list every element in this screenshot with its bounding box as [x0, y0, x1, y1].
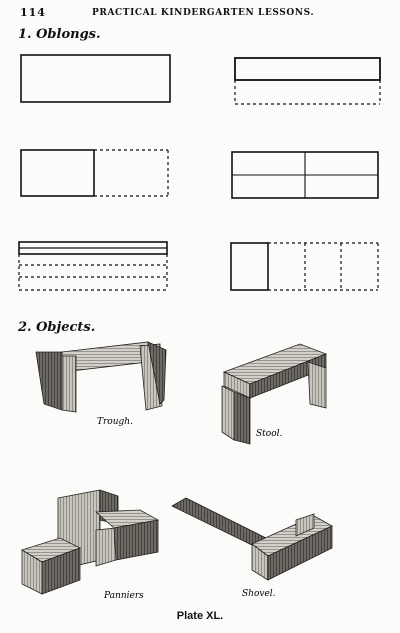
- panniers-illustration: [21, 489, 160, 595]
- page-number: 114: [20, 6, 46, 19]
- panniers-label: Panniers: [103, 591, 144, 601]
- oblong-quartered: [231, 151, 379, 199]
- running-head: PRACTICAL KINDERGARTEN LESSONS.: [92, 8, 315, 18]
- oblong-folded-strip: [234, 57, 381, 105]
- section-heading-objects: 2. Objects.: [18, 320, 96, 335]
- trough-label: Trough.: [97, 417, 133, 427]
- stool-label: Stool.: [256, 429, 282, 439]
- oblong-square-half: [20, 149, 169, 197]
- trough-illustration: [35, 341, 167, 413]
- oblong-strips: [18, 241, 168, 291]
- stool-illustration: [221, 343, 328, 445]
- plate-caption: Plate XL.: [176, 610, 224, 622]
- section-heading-oblongs: 1. Oblongs.: [18, 27, 101, 42]
- oblong-fourths: [230, 242, 379, 291]
- shovel-illustration: [171, 497, 333, 581]
- oblong-plain: [20, 54, 171, 103]
- shovel-label: Shovel.: [242, 589, 276, 599]
